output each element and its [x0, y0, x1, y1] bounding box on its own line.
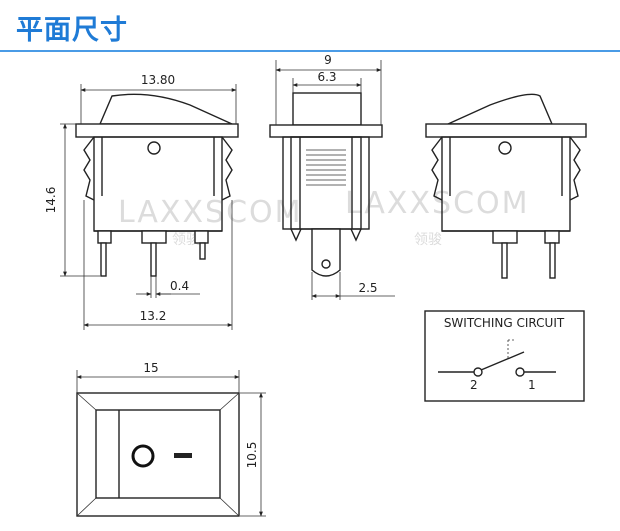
front-pin-1	[100, 242, 107, 277]
front-term-block-1	[97, 230, 112, 244]
circuit-terminal-1	[515, 367, 525, 377]
dim-pin-width: 0.4	[170, 279, 189, 293]
panel-view: 15 10.5	[76, 361, 266, 517]
side-view: 9 6.3 2.5	[269, 53, 395, 300]
dim-side-inner: 6.3	[317, 70, 336, 84]
side-tooth-left	[290, 228, 302, 242]
back-view	[425, 93, 587, 279]
dim-pin-offset: 2.5	[358, 281, 377, 295]
panel-inner-frame	[95, 409, 221, 499]
back-clip-left	[431, 136, 443, 201]
side-flange	[269, 124, 383, 138]
front-pin-3	[199, 242, 206, 260]
front-flange	[75, 123, 239, 138]
back-flange	[425, 123, 587, 138]
side-tooth-right	[350, 228, 362, 242]
panel-outer-frame	[76, 392, 240, 517]
dim-panel-width: 15	[143, 361, 158, 375]
side-rocker	[292, 92, 362, 126]
side-terminal	[311, 228, 341, 277]
front-clip-left	[83, 136, 95, 201]
dim-base-width: 13.2	[140, 309, 167, 323]
page-title: 平面尺寸	[16, 15, 128, 46]
circuit-label-2: 2	[470, 378, 478, 392]
back-term-block-1	[492, 230, 518, 244]
on-symbol-icon	[174, 453, 192, 458]
back-rocker	[447, 93, 554, 125]
front-hole	[147, 141, 161, 155]
dim-panel-height: 10.5	[245, 442, 259, 469]
circuit-contact	[480, 351, 525, 371]
title-underline	[0, 50, 620, 52]
watermark-cn-1: 领骏	[172, 232, 200, 248]
side-terminal-hole	[321, 259, 331, 269]
front-view: 13.80 14.6 0.4 13.2	[44, 73, 239, 330]
dim-top-width: 13.80	[141, 73, 175, 87]
front-rocker	[98, 93, 233, 125]
dim-side-width: 9	[324, 53, 332, 67]
side-grip	[306, 149, 346, 186]
switching-circuit: SWITCHING CIRCUIT 2 1	[424, 310, 585, 402]
front-pin-2	[150, 242, 157, 277]
off-symbol-icon	[131, 444, 155, 468]
circuit-title: SWITCHING CIRCUIT	[444, 316, 565, 330]
back-pin-1	[501, 242, 508, 279]
circuit-terminal-2	[473, 367, 483, 377]
back-pin-2	[549, 242, 556, 279]
watermark-cn-2: 领骏	[414, 232, 442, 248]
front-term-block-3	[194, 230, 209, 244]
watermark-brand-2: LAXXSCOM	[345, 186, 530, 221]
back-term-block-2	[544, 230, 560, 244]
watermark-brand-1: LAXXSCOM	[118, 195, 303, 230]
dim-height: 14.6	[44, 187, 58, 214]
back-clip-right	[569, 136, 581, 201]
watermark: LAXXSCOM LAXXSCOM 领骏 领骏	[118, 186, 530, 248]
front-clip-right	[221, 136, 233, 201]
back-hole	[498, 141, 512, 155]
circuit-label-1: 1	[528, 378, 536, 392]
circuit-box	[424, 310, 585, 402]
front-term-block-2	[141, 230, 167, 244]
